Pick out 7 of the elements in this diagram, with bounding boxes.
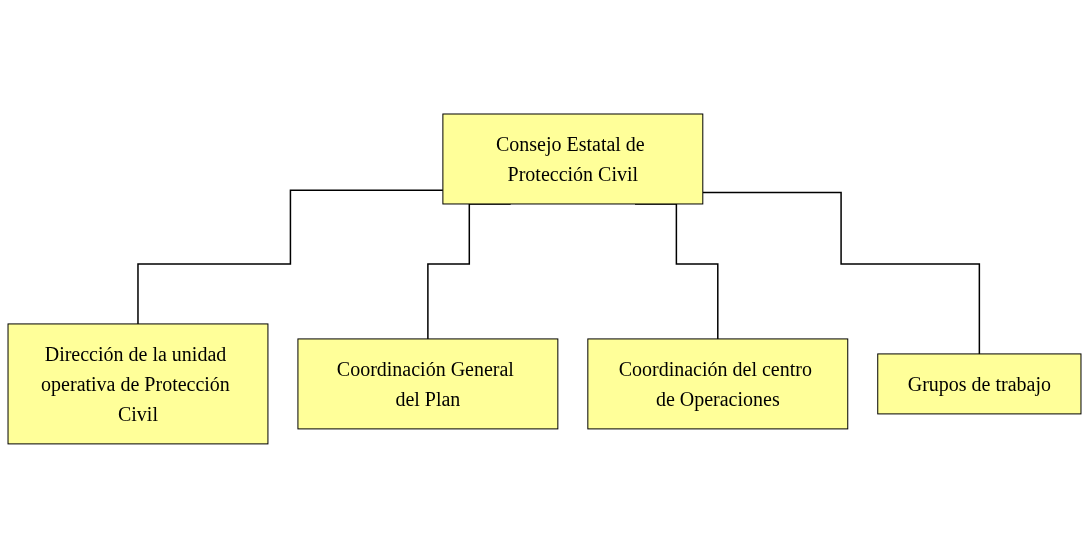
- connector: [702, 191, 981, 355]
- node-box: Coordinación del centro de Operaciones: [587, 338, 849, 430]
- node-box: Dirección de la unidad operativa de Protección Civil: [7, 323, 269, 445]
- connector: [137, 189, 444, 325]
- node-box: Grupos de trabajo: [877, 353, 1082, 415]
- node-box: Coordinación General del Plan: [297, 338, 559, 430]
- node-box: Consejo Estatal de Protección Civil: [442, 113, 704, 205]
